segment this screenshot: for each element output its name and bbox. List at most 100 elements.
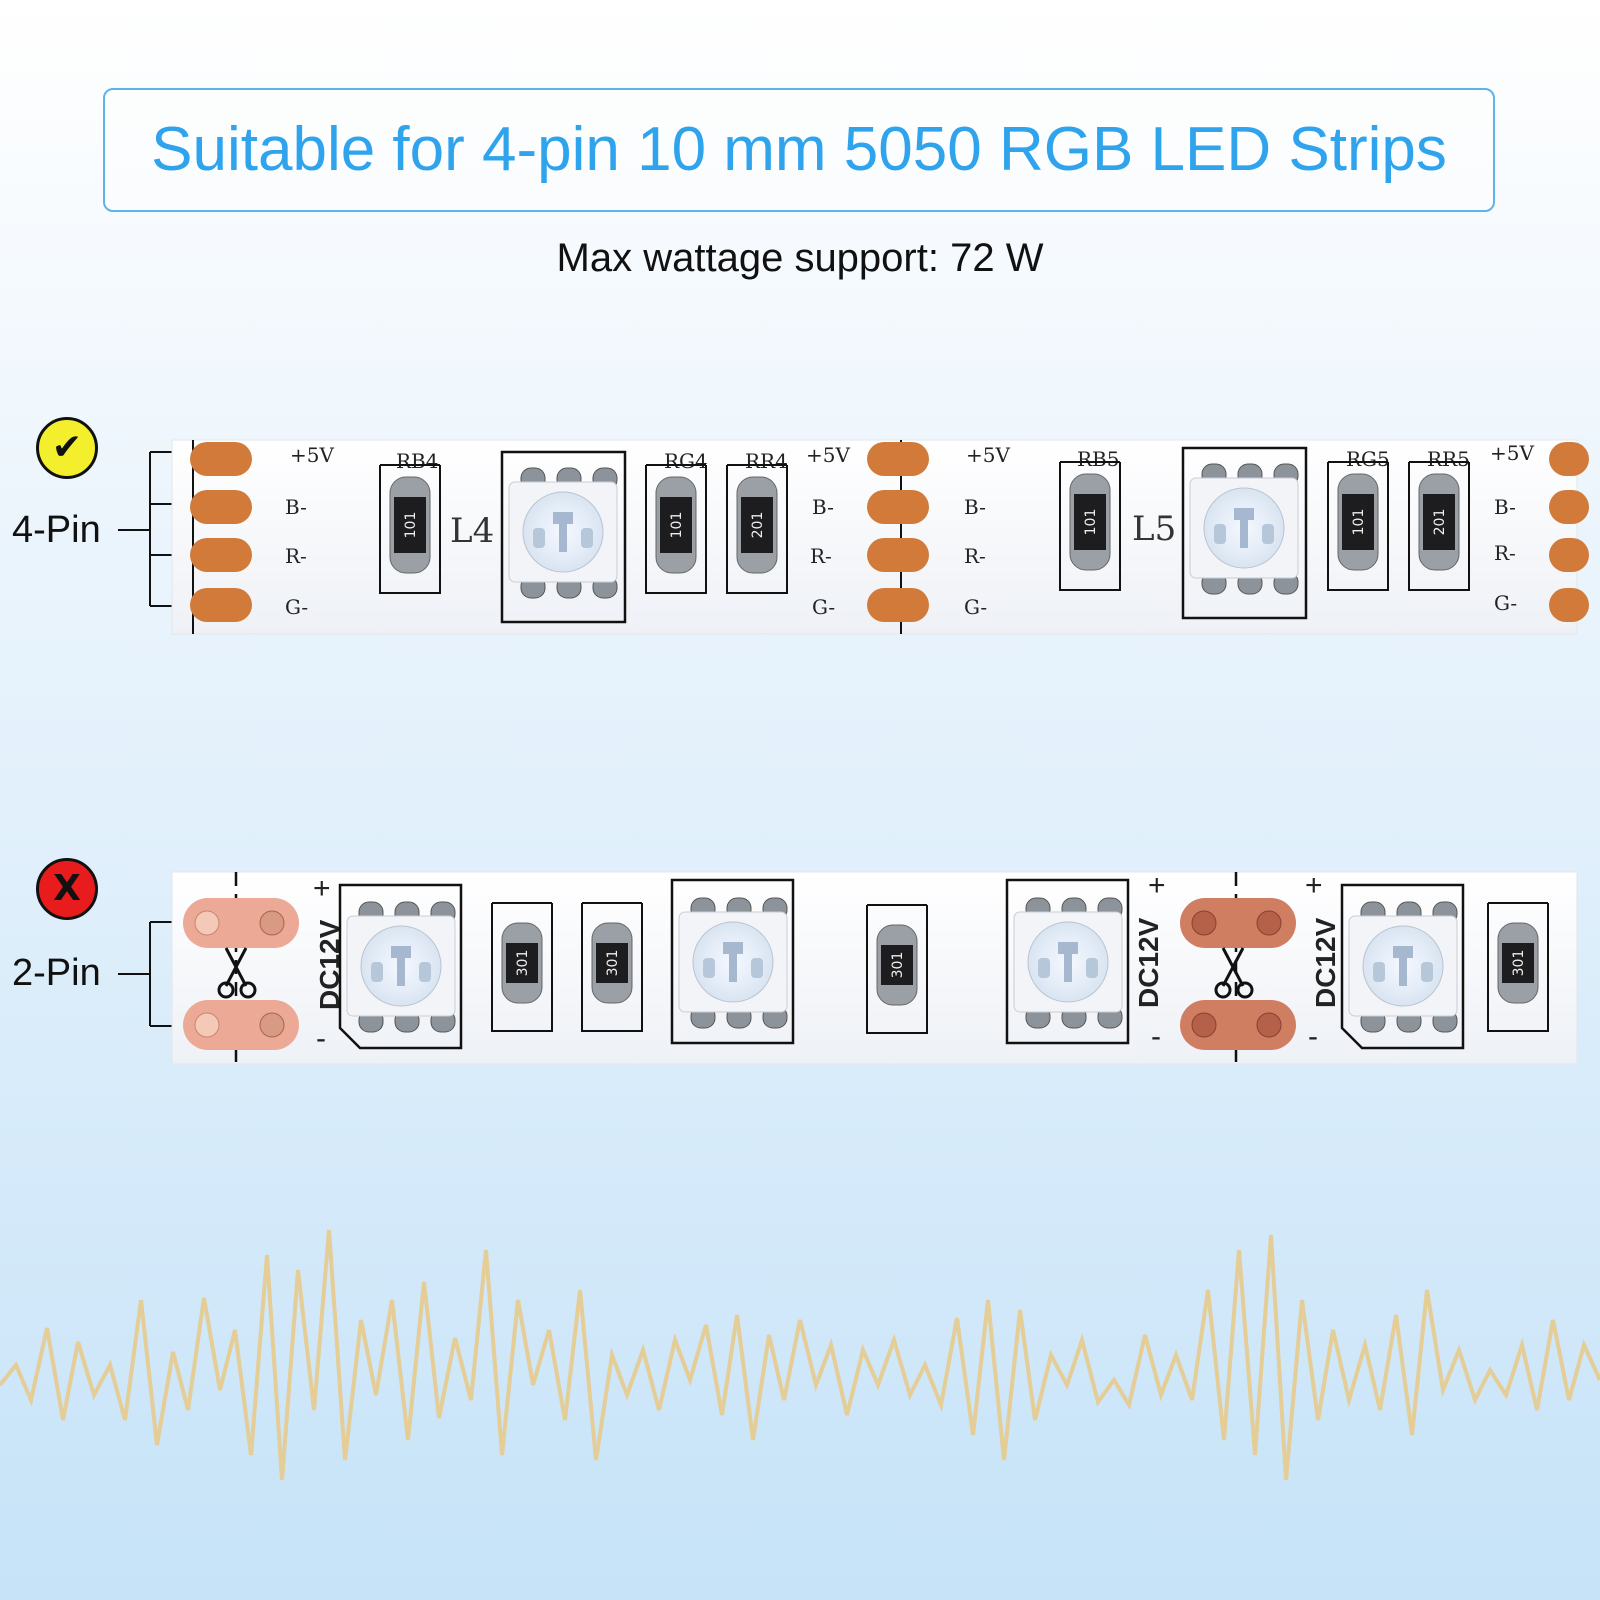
led-die [1373,962,1385,982]
led-die [391,946,411,986]
rgb-led-chip [1348,901,1458,1033]
resistor-body [506,943,538,983]
plus-label: + [313,872,331,905]
resistor-body [881,945,913,985]
resistor-label: RG5 [1346,447,1390,471]
smd-resistor: 101 [645,464,707,594]
led-die [1214,524,1226,544]
copper-pads-2pin [183,898,1296,1050]
voltage-label: DC12V [1310,917,1341,1008]
led-die [1234,508,1254,548]
resistor-code: 101 [1351,509,1367,536]
resistor-code: 101 [403,512,419,539]
led-die [723,942,743,982]
pad-label-r: R- [1494,541,1516,565]
minus-label: - [1151,1020,1161,1053]
resistor-footprint [726,464,788,594]
led-die [1262,524,1274,544]
resistor-group-4pin: 101 101 201 101 101 201 [379,461,1470,594]
led-die [1393,946,1413,986]
smd-resistor: 101 [1327,461,1389,591]
wattage-subtitle: Max wattage support: 72 W [556,236,1044,280]
led-label-l5: L5 [1132,509,1176,549]
smd-resistor: 101 [1059,461,1121,591]
led-die [1038,958,1050,978]
pad-label-b: B- [1494,495,1516,519]
rgb-led-chip [678,897,788,1029]
scissors-icon [217,947,1254,999]
led-label-l4: L4 [450,511,494,551]
pad-label-g: G- [285,595,308,619]
smd-resistor: 201 [1408,461,1470,591]
resistor-code: 201 [1432,509,1448,536]
pad-label-5v: +5V [966,443,1010,467]
pad-label-g: G- [812,595,835,619]
resistor-body [1342,494,1374,550]
resistor-code: 301 [1511,950,1527,977]
pad-label-g: G- [1494,591,1517,615]
two-pin-label: 2-Pin [12,952,101,994]
resistor-code: 301 [605,950,621,977]
resistor-code: 201 [750,512,766,539]
led-die [553,512,573,552]
resistor-body [1502,943,1534,983]
checkmark-badge-icon: ✔ [36,417,98,479]
plus-label: + [1148,869,1166,902]
minus-label: - [1308,1020,1318,1053]
led-die [1058,942,1078,982]
pad-label-5v: +5V [290,443,334,467]
pad-label-g: G- [964,595,987,619]
resistor-code: 301 [890,952,906,979]
smd-resistor: 301 [581,902,643,1032]
resistor-footprint [1408,461,1470,591]
pad-label-b: B- [285,495,307,519]
resistor-label: RB4 [396,449,438,473]
page-title: Suitable for 4-pin 10 mm 5050 RGB LED St… [151,115,1447,184]
led-chips-4pin [508,463,1299,599]
resistor-code: 101 [1083,509,1099,536]
rgb-led-chip [508,467,618,599]
pad-label-5v: +5V [1490,441,1534,465]
resistor-body [596,943,628,983]
sound-wave-decoration [0,1229,1600,1481]
resistor-label: RB5 [1077,447,1119,471]
two-pin-bracket [118,921,195,1027]
four-pin-strip: +5V B- R- G- +5V B- R- G- +5V B- R- G- +… [171,439,1589,635]
resistor-footprint [379,464,441,594]
resistor-body [394,497,426,553]
resistor-label: RR5 [1427,447,1470,471]
resistor-footprint [581,902,643,1032]
led-die [419,962,431,982]
led-die [581,528,593,548]
resistor-body [1423,494,1455,550]
pad-label-b: B- [812,495,834,519]
resistor-label: RR4 [745,449,788,473]
pad-label-r: R- [810,544,832,568]
led-die [533,528,545,548]
smd-resistor: 201 [726,464,788,594]
led-die [1086,958,1098,978]
resistor-footprint [1487,902,1549,1032]
voltage-label: DC12V [1133,917,1164,1008]
minus-label: - [316,1022,326,1055]
smd-resistor: 101 [379,464,441,594]
resistor-label: RG4 [664,449,708,473]
plus-label: + [1305,869,1323,902]
copper-pads-4pin [190,442,1589,622]
led-chips-2pin [346,897,1458,1033]
resistor-code: 301 [515,950,531,977]
pad-label-b: B- [964,495,986,519]
resistor-body [1074,494,1106,550]
resistor-footprint [866,904,928,1034]
resistor-footprint [1059,461,1121,591]
resistor-code: 101 [669,512,685,539]
led-die [703,958,715,978]
title-box: Suitable for 4-pin 10 mm 5050 RGB LED St… [103,88,1495,212]
four-pin-label: 4-Pin [12,509,101,551]
pad-label-5v: +5V [806,443,850,467]
resistor-body [741,497,773,553]
checkmark-glyph: ✔ [51,427,83,468]
cross-badge-icon: X [36,858,98,920]
pad-label-r: R- [285,544,307,568]
